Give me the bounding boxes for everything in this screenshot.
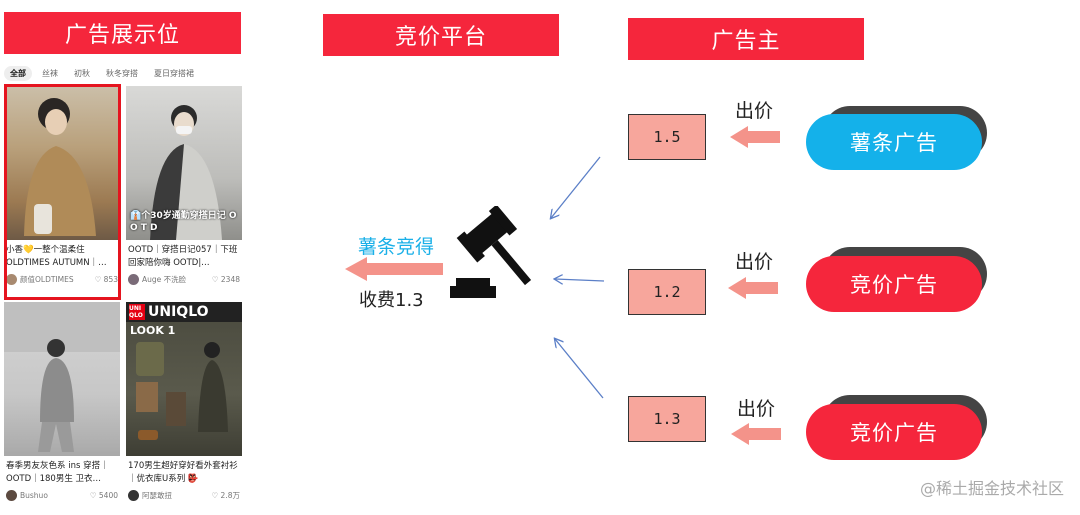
header-advertiser: 广告主 — [628, 18, 864, 60]
bid-label-3: 出价 — [737, 398, 776, 420]
header-bidding-platform: 竞价平台 — [323, 14, 559, 56]
winner-label: 薯条竞得 — [358, 236, 435, 258]
feed-tabs: 全部 丝袜 初秋 秋冬穿搭 夏日穿搭裙 — [4, 62, 242, 84]
avatar — [6, 274, 17, 285]
avatar — [128, 274, 139, 285]
person-figure — [4, 302, 120, 452]
bid-arrow-icon-3 — [731, 423, 781, 445]
look-label: LOOK 1 — [130, 324, 176, 337]
result-arrow-icon — [345, 257, 443, 281]
watermark: @稀土掘金技术社区 — [919, 479, 1064, 498]
uniqlo-banner: UNI QLO UNIQLO — [126, 302, 242, 322]
bid-arrow-icon-1 — [730, 126, 780, 148]
card-image — [4, 86, 120, 240]
card-meta: 阿瑟敢扭 ♡ 2.8万 — [126, 490, 242, 501]
advertiser-pill-shutiao: 薯条广告 — [806, 114, 982, 170]
card-author: 阿瑟敢扭 — [142, 491, 172, 500]
advertiser-pill-bidding-2: 竞价广告 — [806, 404, 982, 460]
connector-line-3 — [555, 339, 604, 399]
bid-arrow-icon-2 — [728, 277, 778, 299]
bid-value-2: 1.2 — [628, 269, 706, 315]
card-meta: Bushuo ♡ 5400 — [4, 490, 120, 501]
avatar — [6, 490, 17, 501]
card-image: 👔个30岁通勤穿搭日记 O O T D — [126, 86, 242, 240]
feed-card-3[interactable]: 春季男友灰色系 ins 穿搭｜OOTD｜180男生 卫衣… Bushuo ♡ 5… — [4, 302, 120, 501]
card-likes: ♡ 2.8万 — [211, 491, 240, 500]
feed-card-2[interactable]: 👔个30岁通勤穿搭日记 O O T D OOTD｜穿搭日记057｜下班回家陪你嗨… — [126, 86, 242, 285]
advertiser-pill-bidding-1: 竞价广告 — [806, 256, 982, 312]
card-title: 春季男友灰色系 ins 穿搭｜OOTD｜180男生 卫衣… — [6, 461, 109, 484]
uniqlo-logo: UNI QLO — [129, 304, 145, 320]
feed-card-4[interactable]: UNI QLO UNIQLO LOOK 1 170男生超好穿好看外套衬衫｜优衣库… — [126, 302, 242, 501]
card-image — [4, 302, 120, 456]
card-likes: ♡ 5400 — [89, 491, 118, 500]
card-meta: 颜值OLDTIMES ♡ 853 — [4, 274, 120, 285]
uniqlo-brand: UNIQLO — [148, 304, 209, 320]
header-ad-display: 广告展示位 — [4, 12, 241, 54]
card-author: Auge 不洗脸 — [142, 275, 187, 284]
card-overlay-text: 👔个30岁通勤穿搭日记 O O T D — [130, 211, 237, 233]
card-author: 颜值OLDTIMES — [20, 275, 74, 284]
card-meta: Auge 不洗脸 ♡ 2348 — [126, 274, 242, 285]
avatar — [128, 490, 139, 501]
fee-label: 收费1.3 — [359, 290, 424, 311]
clothing-collage — [136, 342, 228, 440]
card-title: OOTD｜穿搭日记057｜下班回家陪你嗨 OOTD|… — [128, 245, 238, 268]
bid-value-1: 1.5 — [628, 114, 706, 160]
connector-line-2 — [555, 279, 605, 281]
feed-card-1[interactable]: 小香💛一整个温柔住 OLDTIMES AUTUMN｜… 颜值OLDTIMES ♡… — [4, 86, 120, 285]
bid-label-2: 出价 — [735, 251, 774, 273]
card-title: 小香💛一整个温柔住 OLDTIMES AUTUMN｜… — [6, 245, 107, 268]
bid-value-3: 1.3 — [628, 396, 706, 442]
card-author: Bushuo — [20, 491, 48, 500]
person-figure — [24, 98, 96, 236]
bid-label-1: 出价 — [735, 100, 774, 122]
person-figure — [150, 105, 222, 240]
gavel-icon — [450, 206, 532, 298]
ad-feed-mockup: 全部 丝袜 初秋 秋冬穿搭 夏日穿搭裙 小香💛一整个温柔住 OLDTIMES A… — [4, 62, 242, 512]
tab-summer[interactable]: 夏日穿搭裙 — [154, 68, 194, 78]
card-title: 170男生超好穿好看外套衬衫｜优衣库U系列 👺 — [128, 461, 238, 484]
tab-autumn-winter[interactable]: 秋冬穿搭 — [106, 68, 138, 78]
card-image: UNI QLO UNIQLO LOOK 1 — [126, 302, 242, 456]
connector-line-1 — [551, 156, 601, 218]
tab-stockings[interactable]: 丝袜 — [42, 68, 58, 78]
tab-early-autumn[interactable]: 初秋 — [74, 68, 90, 78]
tab-all[interactable]: 全部 — [4, 65, 32, 81]
card-likes: ♡ 853 — [94, 275, 118, 284]
card-likes: ♡ 2348 — [211, 275, 240, 284]
